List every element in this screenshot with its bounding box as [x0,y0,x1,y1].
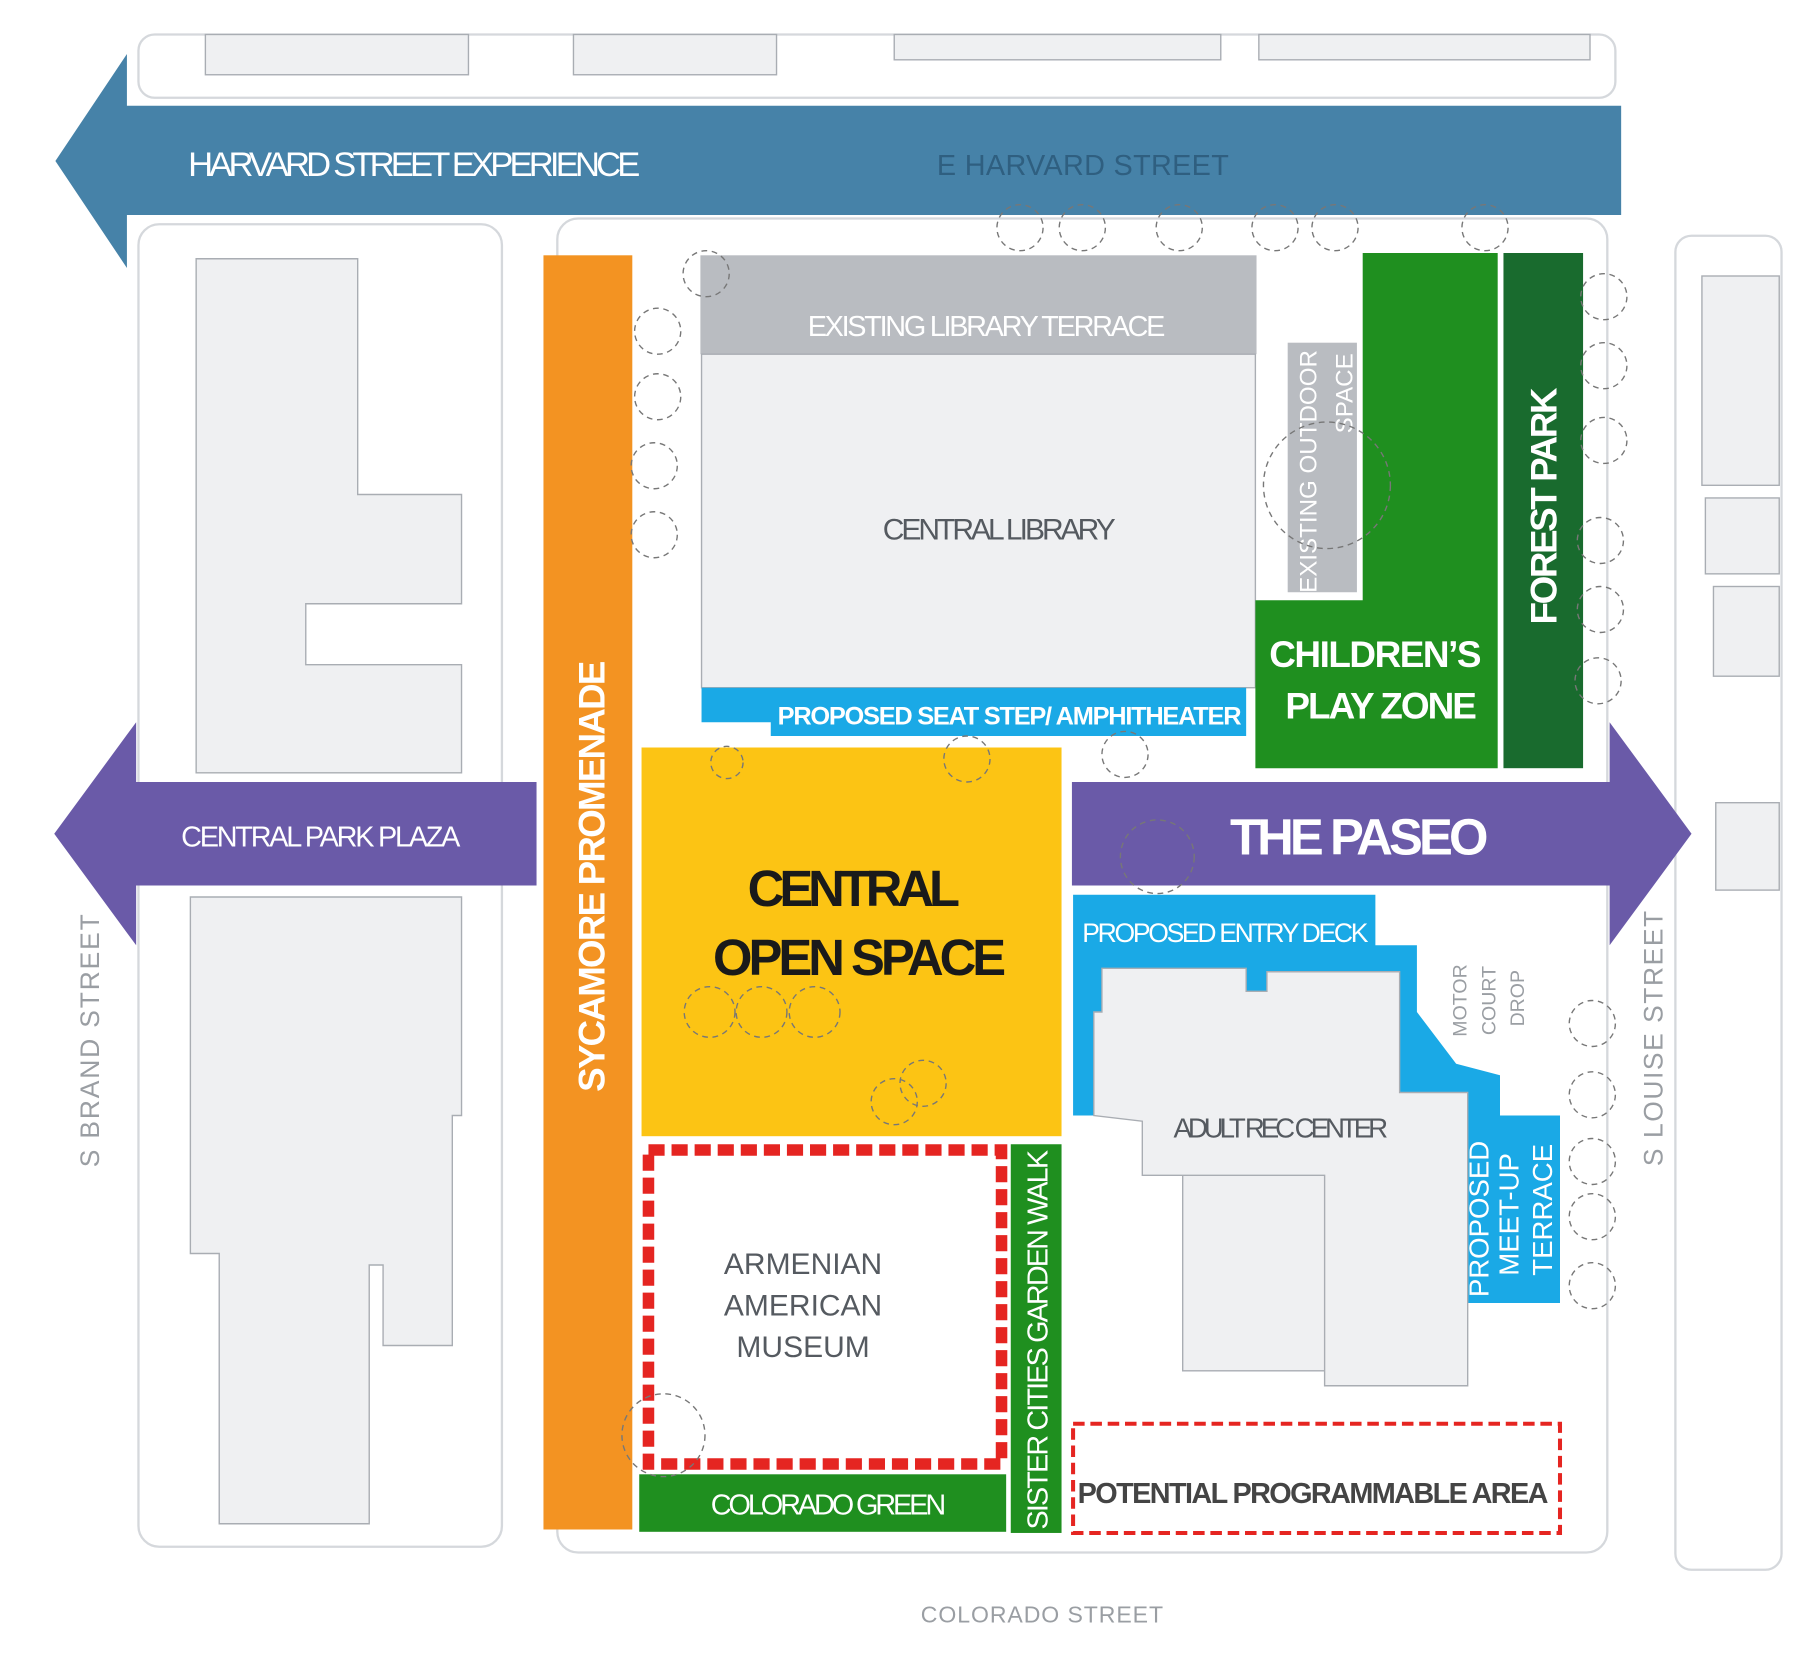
s-brand-street-label: S BRAND STREET [75,914,105,1167]
childrens-label-1: CHILDREN’S [1269,634,1481,675]
forest-park [1503,253,1584,769]
existing-library-terrace [700,255,1257,355]
paseo-label: THE PASEO [1230,809,1488,866]
trees [621,204,1628,1478]
outdoor-space-label-2: SPACE [1331,353,1358,433]
e-harvard-street-label: E HARVARD STREET [937,150,1229,182]
adult-rec-center-building [1093,967,1469,1387]
rec-center-label: ADULT REC CENTER [1173,1112,1388,1143]
motor-label-3: DROP [1507,970,1529,1026]
childrens-label-2: PLAY ZONE [1285,686,1477,727]
paseo-arrow [1071,722,1692,946]
library-terrace-label: EXISTING LIBRARY TERRACE [808,311,1166,343]
museum-label-2: AMERICAN [724,1290,882,1323]
open-space-label-2: OPEN SPACE [713,929,1006,986]
sycamore-promenade [543,255,633,1530]
harvard-experience-label: HARVARD STREET EXPERIENCE [188,146,640,184]
seat-step-label: PROPOSED SEAT STEP/ AMPHITHEATER [778,703,1242,731]
outdoor-space-label-1: EXISTING OUTDOOR [1296,350,1323,593]
central-park-plaza-arrow [54,722,537,946]
garden-walk-label: SISTER CITIES GARDEN WALK [1023,1150,1055,1530]
existing-outdoor-space [1287,342,1357,593]
colorado-green-label: COLORADO GREEN [711,1490,946,1522]
open-space-label-1: CENTRAL [748,860,960,917]
entry-deck-label: PROPOSED ENTRY DECK [1082,918,1368,948]
sister-cities-garden-walk [1010,1144,1062,1533]
childrens-play-zone [1255,253,1498,769]
proposed-seat-step [701,687,1247,736]
central-open-space [641,747,1062,1137]
programmable-label: POTENTIAL PROGRAMMABLE AREA [1078,1478,1549,1510]
meetup-label-1: PROPOSED [1463,1141,1494,1297]
meetup-label-2: MEET-UP [1493,1153,1524,1276]
armenian-american-museum-area [642,1144,1008,1470]
context-blocks [137,33,1783,1571]
harvard-street-arrow [55,54,1622,268]
colorado-street-label: COLORADO STREET [921,1602,1163,1628]
central-library-building [700,353,1257,689]
central-park-plaza-label: CENTRAL PARK PLAZA [181,821,461,853]
s-louise-street-label: S LOUISE STREET [1639,911,1669,1166]
sycamore-label: SYCAMORE PROMENADE [572,661,613,1092]
potential-programmable-area [1071,1421,1563,1535]
colorado-green [639,1474,1007,1532]
meetup-label-3: TERRACE [1527,1144,1558,1276]
motor-label-1: MOTOR [1450,964,1472,1036]
forest-park-label: FOREST PARK [1523,387,1564,624]
motor-label-2: COURT [1478,966,1500,1035]
museum-label-1: ARMENIAN [724,1248,882,1281]
central-library-label: CENTRAL LIBRARY [883,513,1116,546]
museum-label-3: MUSEUM [736,1331,869,1364]
